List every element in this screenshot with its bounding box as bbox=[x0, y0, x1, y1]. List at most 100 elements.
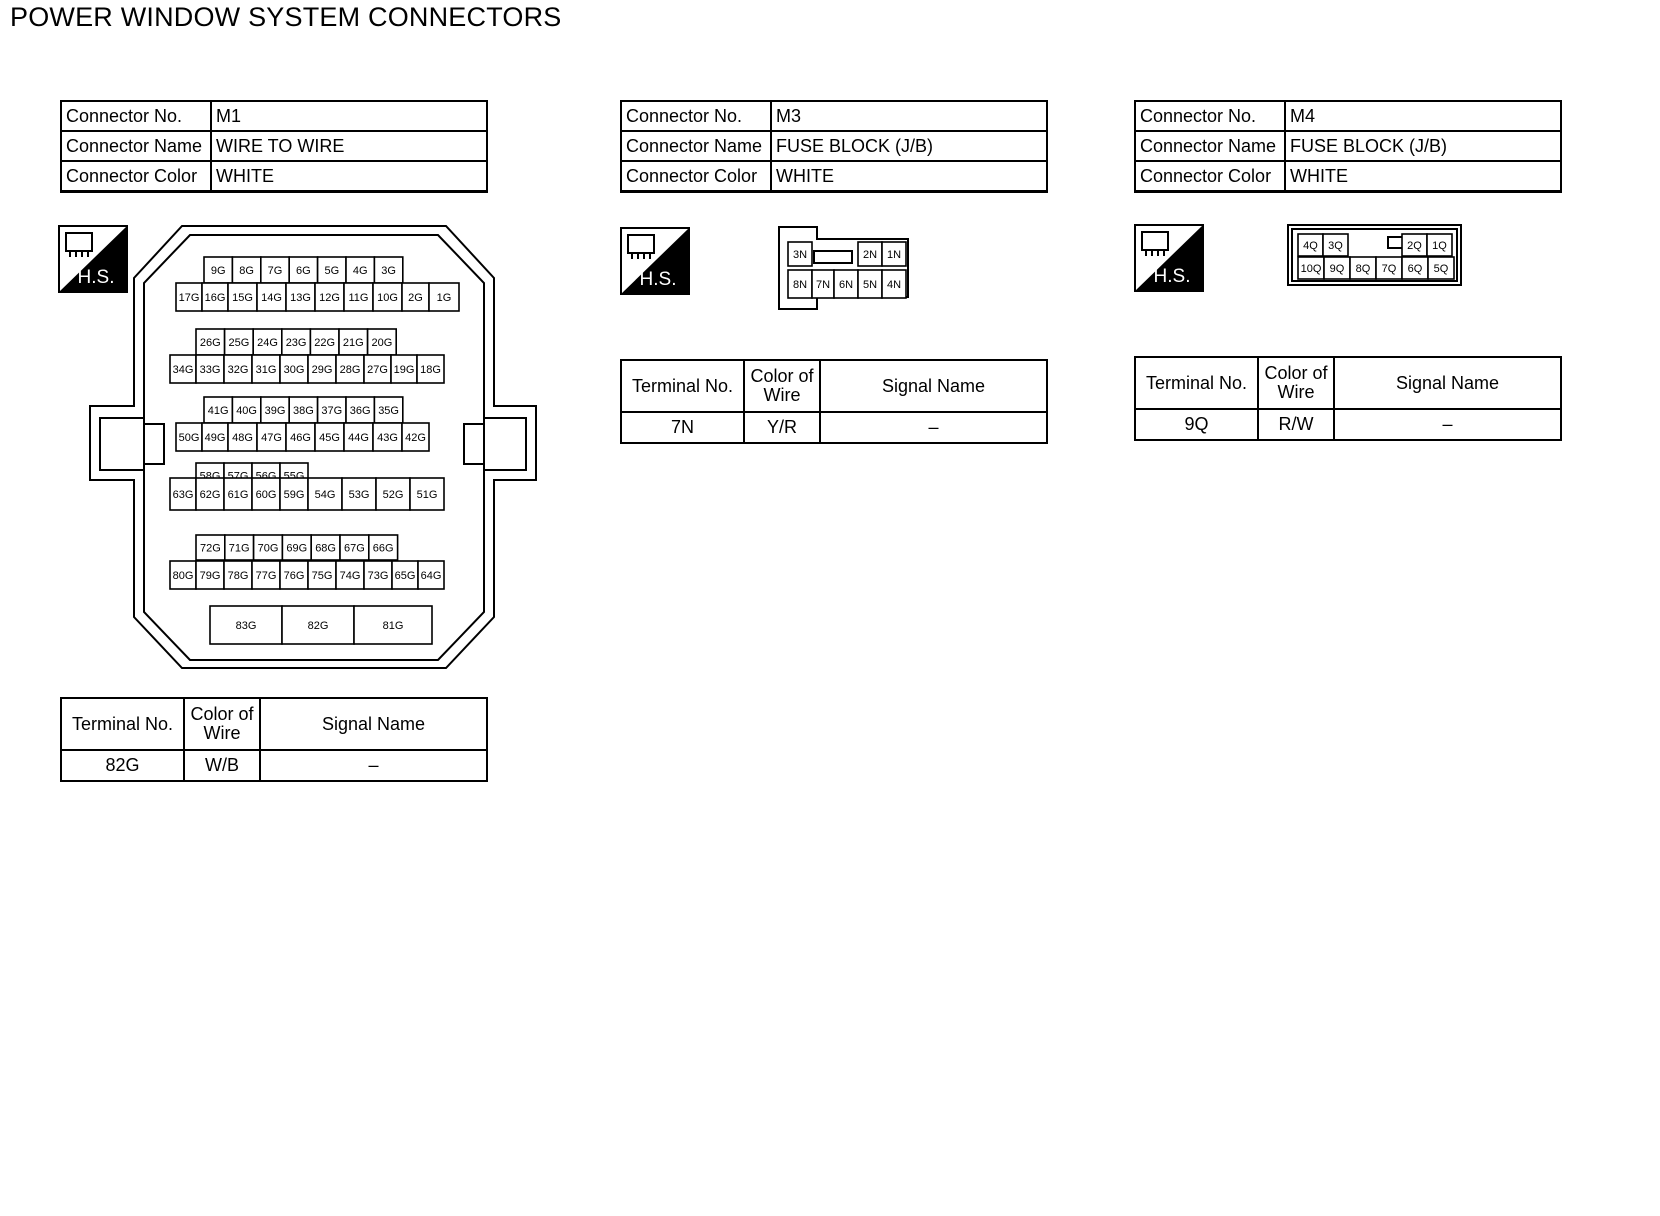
terminal-pin: 1N bbox=[881, 241, 907, 267]
terminal-pin-label: 1N bbox=[887, 249, 901, 261]
terminal-pin: 17G bbox=[175, 282, 203, 312]
terminal-pin: 53G bbox=[341, 477, 377, 511]
terminal-pin-label: 76G bbox=[284, 570, 305, 582]
terminal-pin-label: 52G bbox=[383, 489, 404, 501]
terminal-pin-label: 43G bbox=[377, 432, 398, 444]
terminal-pin-label: 30G bbox=[284, 364, 305, 376]
connector-name-label: Connector Name bbox=[1134, 130, 1286, 162]
terminal-pin: 10G bbox=[372, 282, 403, 312]
terminal-pin-label: 4Q bbox=[1303, 240, 1318, 252]
terminal-pin: 39G bbox=[259, 396, 290, 424]
terminal-pin-label: 2Q bbox=[1407, 240, 1422, 252]
terminal-pin: 82G bbox=[281, 605, 355, 645]
terminal-pin-label: 11G bbox=[349, 292, 369, 304]
wire-color-cell: Y/R bbox=[743, 411, 821, 444]
terminal-pin-label: 35G bbox=[378, 405, 399, 417]
terminal-pin: 8Q bbox=[1349, 256, 1377, 280]
terminal-pin: 2G bbox=[401, 282, 430, 312]
signal-name-cell: – bbox=[1333, 408, 1562, 441]
terminal-pin: 37G bbox=[316, 396, 347, 424]
terminal-pin: 46G bbox=[285, 422, 316, 452]
terminal-pin: 70G bbox=[252, 534, 284, 561]
connector-no-label: Connector No. bbox=[60, 100, 212, 132]
terminal-pin: 38G bbox=[288, 396, 319, 424]
terminal-pin-label: 19G bbox=[394, 364, 415, 376]
terminal-pin: 73G bbox=[363, 560, 393, 590]
terminal-pin: 19G bbox=[390, 354, 418, 384]
terminal-pin-label: 33G bbox=[200, 364, 221, 376]
connector-no-label: Connector No. bbox=[620, 100, 772, 132]
terminal-pin-label: 7G bbox=[268, 265, 283, 277]
terminal-pin-label: 5G bbox=[324, 265, 339, 277]
terminal-pin: 12G bbox=[314, 282, 345, 312]
terminal-pin-label: 23G bbox=[286, 337, 307, 349]
terminal-pin: 42G bbox=[401, 422, 430, 452]
terminal-pin: 29G bbox=[307, 354, 337, 384]
terminal-pin: 35G bbox=[373, 396, 404, 424]
terminal-pin-label: 21G bbox=[343, 337, 364, 349]
terminal-pin-label: 8G bbox=[239, 265, 254, 277]
terminal-pin-label: 72G bbox=[200, 543, 221, 555]
harness-side-icon: H.S. bbox=[620, 227, 690, 295]
terminal-pin: 77G bbox=[251, 560, 281, 590]
terminal-pin: 67G bbox=[339, 534, 370, 561]
terminal-pin-label: 37G bbox=[321, 405, 342, 417]
terminal-pin: 69G bbox=[281, 534, 312, 561]
connector-no-value: M4 bbox=[1284, 100, 1562, 132]
terminal-no-header: Terminal No. bbox=[1134, 356, 1259, 410]
terminal-pin-label: 25G bbox=[229, 337, 250, 349]
connector-no-label: Connector No. bbox=[1134, 100, 1286, 132]
terminal-pin: 79G bbox=[195, 560, 225, 590]
terminal-pin-label: 40G bbox=[236, 405, 257, 417]
signal-name-header: Signal Name bbox=[259, 697, 488, 751]
terminal-no-cell: 7N bbox=[620, 411, 745, 444]
terminal-pin-label: 1Q bbox=[1432, 240, 1447, 252]
terminal-pin-label: 54G bbox=[315, 489, 336, 501]
terminal-pin: 4G bbox=[345, 256, 376, 284]
terminal-pin-label: 28G bbox=[340, 364, 361, 376]
terminal-pin-label: 34G bbox=[173, 364, 194, 376]
terminal-pin: 6Q bbox=[1401, 256, 1429, 280]
terminal-pin-label: 80G bbox=[173, 570, 194, 582]
terminal-pin: 76G bbox=[279, 560, 309, 590]
connector-m1-housing bbox=[89, 225, 537, 669]
terminal-pin-label: 13G bbox=[290, 292, 311, 304]
terminal-pin-label: 24G bbox=[257, 337, 278, 349]
terminal-pin-label: 63G bbox=[173, 489, 194, 501]
terminal-pin-label: 14G bbox=[261, 292, 282, 304]
terminal-pin: 30G bbox=[279, 354, 309, 384]
terminal-pin: 83G bbox=[209, 605, 283, 645]
terminal-pin-label: 32G bbox=[228, 364, 249, 376]
terminal-pin: 63G bbox=[169, 477, 197, 511]
signal-name-header: Signal Name bbox=[819, 359, 1048, 413]
terminal-pin: 50G bbox=[175, 422, 203, 452]
signal-name-cell: – bbox=[259, 749, 488, 782]
terminal-pin-label: 12G bbox=[319, 292, 340, 304]
terminal-pin-label: 47G bbox=[261, 432, 282, 444]
terminal-pin: 24G bbox=[252, 328, 283, 356]
terminal-pin: 41G bbox=[203, 396, 234, 424]
terminal-pin: 71G bbox=[224, 534, 255, 561]
terminal-pin-label: 22G bbox=[314, 337, 335, 349]
terminal-pin-label: 53G bbox=[349, 489, 370, 501]
harness-side-icon: H.S. bbox=[1134, 224, 1204, 292]
terminal-pin: 68G bbox=[310, 534, 341, 561]
terminal-pin-label: 6G bbox=[296, 265, 311, 277]
table-row: 7N Y/R – bbox=[620, 411, 1048, 444]
terminal-pin-label: 2G bbox=[408, 292, 423, 304]
terminal-pin-label: 5Q bbox=[1434, 263, 1449, 275]
terminal-pin: 64G bbox=[417, 560, 445, 590]
terminal-pin: 21G bbox=[338, 328, 369, 356]
terminal-pin-label: 27G bbox=[367, 364, 388, 376]
terminal-pin: 10Q bbox=[1297, 256, 1325, 280]
terminal-pin: 32G bbox=[223, 354, 253, 384]
terminal-pin: 74G bbox=[335, 560, 365, 590]
terminal-pin: 20G bbox=[366, 328, 398, 356]
terminal-pin: 23G bbox=[280, 328, 312, 356]
